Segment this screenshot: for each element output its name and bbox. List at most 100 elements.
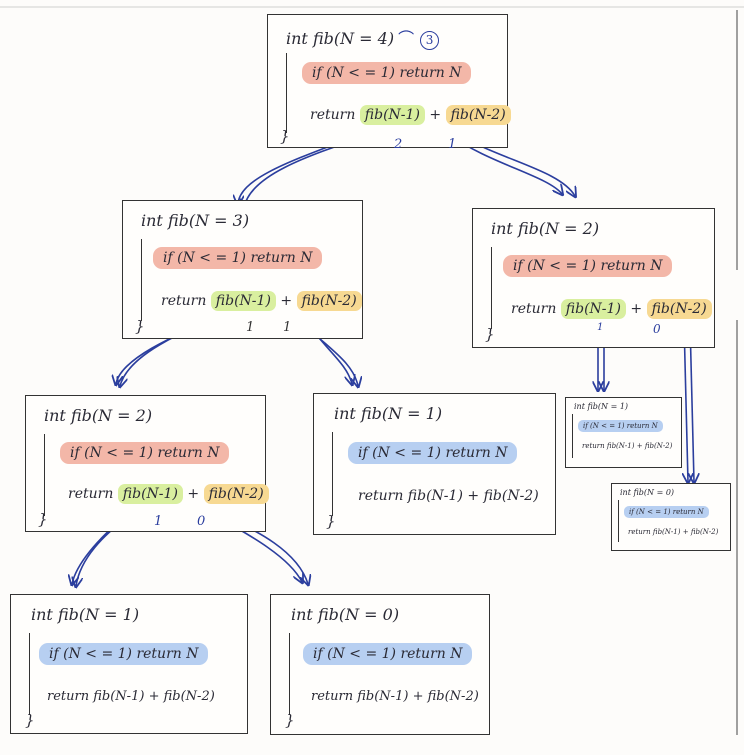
right-recursive-term: fib(N-2) — [445, 105, 511, 125]
return-keyword: return — [310, 107, 356, 123]
body-bracket — [44, 434, 46, 516]
base-case-guard: if (N < = 1) return N — [348, 442, 518, 464]
recursive-line: return fib(N-1) + fib(N-2) — [47, 689, 215, 704]
call-frame-fib-2-left: int fib(N = 2) if (N < = 1) return N ret… — [25, 395, 269, 532]
right-term-value: 1 — [448, 137, 457, 152]
base-case-guard: if (N < = 1) return N — [503, 255, 673, 277]
base-case-line: if (N < = 1) return N — [302, 62, 472, 84]
left-term-value: 1 — [597, 322, 604, 333]
return-arrow-n0a-mini-to-n2r — [684, 321, 688, 482]
function-signature: int fib(N = 2) — [44, 406, 153, 425]
left-recursive-term: fib(N-1) — [359, 105, 425, 125]
closing-brace: } — [38, 510, 48, 528]
right-recursive-term: fib(N-2) — [296, 291, 362, 311]
base-case-guard: if (N < = 1) return N — [60, 442, 230, 464]
closing-brace: } — [135, 317, 145, 335]
call-frame-mini-lower: int fib(N = 0) if (N < = 1) return N ret… — [611, 483, 731, 551]
base-case-line: if (N < = 1) return N — [303, 643, 473, 665]
base-case-guard: if (N < = 1) return N — [302, 62, 472, 84]
closing-brace: } — [285, 711, 295, 729]
right-recursive-term: fib(N-2) — [646, 299, 712, 319]
recursive-line: return fib(N-1) + fib(N-2) — [310, 105, 511, 125]
call-frame-fib-3: int fib(N = 3) if (N < = 1) return N ret… — [122, 200, 363, 339]
call-frame-fib-2-right: int fib(N = 2) if (N < = 1) return N ret… — [472, 208, 715, 348]
left-recursive-term: fib(N-1) — [117, 484, 183, 504]
right-recursive-term: fib(N-2) — [483, 488, 539, 504]
function-signature: int fib(N = 2) — [491, 219, 600, 238]
body-bracket — [332, 432, 334, 516]
function-signature: int fib(N = 1) — [31, 605, 140, 624]
left-recursive-term: fib(N-1) — [93, 689, 145, 704]
right-term-value: 1 — [283, 320, 292, 335]
left-term-value: 1 — [246, 320, 255, 335]
call-frame-mini-upper: int fib(N = 1) if (N < = 1) return N ret… — [565, 397, 682, 468]
result-badge: 3 — [420, 31, 440, 50]
return-keyword: return — [358, 488, 404, 504]
function-signature: int fib(N = 3) — [141, 211, 250, 230]
function-signature: int fib(N = 0) — [620, 488, 675, 497]
body-bracket — [572, 414, 573, 458]
left-recursive-term: fib(N-1) — [357, 689, 409, 704]
base-case-line: if (N < = 1) return N — [503, 255, 673, 277]
call-frame-fib-1-bottom: int fib(N = 1) if (N < = 1) return N ret… — [10, 594, 248, 734]
return-keyword: return — [311, 689, 354, 704]
closing-brace: } — [25, 711, 35, 729]
recursive-line: return fib(N-1) + fib(N-2) — [161, 291, 362, 311]
closing-brace: } — [326, 512, 336, 530]
left-recursive-term: fib(N-1) — [407, 488, 463, 504]
recursive-line: return fib(N-1) + fib(N-2) — [511, 299, 712, 319]
plus-operator: + — [467, 488, 480, 504]
base-case-line: if (N < = 1) return N — [578, 420, 663, 432]
left-recursive-term: fib(N-1) — [652, 528, 681, 536]
closing-brace: } — [485, 325, 495, 343]
base-case-line: if (N < = 1) return N — [39, 643, 209, 665]
right-term-value: 0 — [653, 322, 661, 336]
right-recursive-term: fib(N-2) — [644, 442, 673, 450]
function-signature: int fib(N = 4)⌒ 3 — [286, 25, 440, 50]
right-term-value: 0 — [197, 514, 206, 529]
plus-operator: + — [187, 486, 200, 502]
recursive-line: return fib(N-1) + fib(N-2) — [68, 484, 269, 504]
return-keyword: return — [161, 293, 207, 309]
plus-operator: + — [148, 689, 160, 704]
curl-arrow-icon: ⌒ — [398, 29, 415, 48]
base-case-guard: if (N < = 1) return N — [624, 506, 709, 518]
closing-brace: } — [280, 127, 290, 145]
right-recursive-term: fib(N-2) — [690, 528, 719, 536]
base-case-guard: if (N < = 1) return N — [303, 643, 473, 665]
base-case-line: if (N < = 1) return N — [348, 442, 518, 464]
left-term-value: 2 — [394, 137, 403, 152]
plus-operator: + — [412, 689, 424, 704]
base-case-guard: if (N < = 1) return N — [578, 420, 663, 432]
plus-operator: + — [630, 301, 643, 317]
plus-operator: + — [429, 107, 442, 123]
left-recursive-term: fib(N-1) — [560, 299, 626, 319]
recursive-line: return fib(N-1) + fib(N-2) — [628, 528, 718, 536]
body-bracket — [286, 53, 288, 133]
function-signature: int fib(N = 1) — [334, 404, 443, 423]
plus-operator: + — [636, 442, 643, 450]
body-bracket — [618, 500, 619, 542]
left-recursive-term: fib(N-1) — [606, 442, 635, 450]
signature-text: int fib(N = 4) — [286, 29, 395, 48]
return-keyword: return — [68, 486, 114, 502]
base-case-guard: if (N < = 1) return N — [39, 643, 209, 665]
return-keyword: return — [511, 301, 557, 317]
call-arrow-n2r-to-n0a-mini — [690, 321, 694, 482]
base-case-line: if (N < = 1) return N — [153, 247, 323, 269]
recursive-line: return fib(N-1) + fib(N-2) — [358, 488, 539, 504]
plus-operator: + — [682, 528, 689, 536]
left-recursive-term: fib(N-1) — [210, 291, 276, 311]
body-bracket — [491, 247, 493, 329]
base-case-line: if (N < = 1) return N — [60, 442, 230, 464]
body-bracket — [289, 633, 291, 715]
call-frame-fib-0-bottom: int fib(N = 0) if (N < = 1) return N ret… — [270, 594, 490, 735]
plus-operator: + — [280, 293, 293, 309]
function-signature: int fib(N = 1) — [574, 402, 629, 411]
recursive-line: return fib(N-1) + fib(N-2) — [311, 689, 479, 704]
right-recursive-term: fib(N-2) — [163, 689, 215, 704]
body-bracket — [29, 633, 31, 715]
left-term-value: 1 — [154, 514, 163, 529]
right-recursive-term: fib(N-2) — [427, 689, 479, 704]
call-frame-fib-1-middle: int fib(N = 1) if (N < = 1) return N ret… — [313, 393, 556, 535]
